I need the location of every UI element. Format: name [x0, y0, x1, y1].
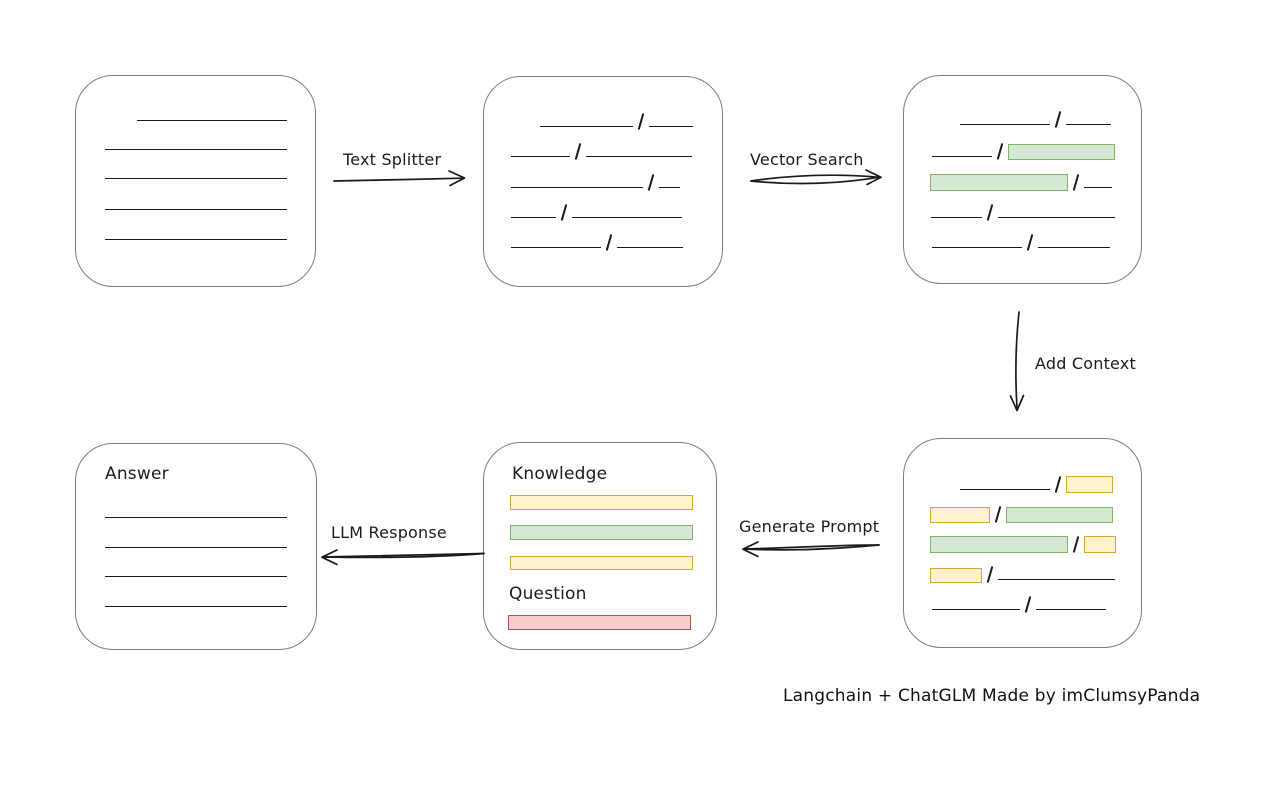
- text-line: [932, 247, 1022, 248]
- text-line: [105, 547, 287, 548]
- text-line: [572, 217, 683, 218]
- text-line: [932, 609, 1020, 610]
- source-document-row: [105, 218, 287, 240]
- answer-row: [105, 526, 287, 548]
- split-chunks-row: [511, 226, 684, 251]
- yellow-highlight-rect: [510, 495, 693, 510]
- text-line: [105, 517, 287, 518]
- text-line: [105, 239, 287, 240]
- text-line: [586, 156, 693, 157]
- matched-chunks-row: [960, 103, 1112, 128]
- text-line: [105, 606, 287, 607]
- yellow-highlight-rect: [1084, 536, 1117, 553]
- text-line: [1066, 124, 1112, 125]
- split-chunks-row: [511, 196, 683, 221]
- text-line: [540, 126, 633, 127]
- text-line: [998, 217, 1116, 218]
- vector-search-arrow: [750, 169, 882, 186]
- text-line: [649, 126, 694, 127]
- green-highlight-rect: [930, 174, 1068, 191]
- green-highlight-rect: [930, 536, 1068, 553]
- source-document-box: [75, 75, 316, 287]
- knowledge-label: Knowledge: [512, 464, 608, 484]
- llm-response-arrow: [321, 549, 485, 566]
- prompt-row: [510, 485, 693, 510]
- text-line: [511, 217, 556, 218]
- text-line: [137, 120, 287, 121]
- source-document-row: [105, 157, 287, 179]
- text-line: [511, 247, 601, 248]
- text-line: [105, 149, 287, 150]
- text-splitter-arrow: [333, 170, 466, 187]
- yellow-highlight-rect: [1066, 476, 1114, 493]
- text-line: [617, 247, 684, 248]
- context-chunks-row: [932, 588, 1107, 613]
- green-highlight-rect: [1006, 507, 1114, 523]
- text-line: [105, 178, 287, 179]
- text-line: [659, 187, 681, 188]
- prompt-row: [510, 515, 693, 540]
- prompt-row: [508, 605, 691, 630]
- text-line: [932, 156, 992, 157]
- text-line: [1084, 187, 1113, 188]
- add-context-label: Add Context: [1035, 354, 1136, 373]
- context-chunks-row: [930, 558, 1116, 583]
- text-line: [960, 489, 1050, 490]
- answer-label: Answer: [105, 464, 169, 484]
- question-label: Question: [509, 584, 587, 604]
- text-line: [1038, 247, 1111, 248]
- split-chunks-box: [483, 76, 723, 287]
- context-chunks-row: [930, 498, 1114, 523]
- answer-row: [105, 555, 287, 577]
- prompt-row: [510, 545, 693, 570]
- context-chunks-row: [930, 528, 1117, 553]
- matched-chunks-row: [931, 196, 1116, 221]
- source-document-row: [105, 128, 287, 150]
- credit-line: Langchain + ChatGLM Made by imClumsyPand…: [783, 686, 1201, 706]
- yellow-highlight-rect: [930, 568, 982, 583]
- red-highlight-rect: [508, 615, 691, 630]
- split-chunks-row: [511, 166, 681, 191]
- text-line: [511, 156, 570, 157]
- text-line: [105, 209, 287, 210]
- yellow-highlight-rect: [930, 507, 990, 523]
- generate-prompt-arrow: [742, 541, 880, 558]
- answer-row: [105, 496, 287, 518]
- green-highlight-rect: [1008, 144, 1116, 160]
- text-line: [105, 576, 287, 577]
- split-chunks-row: [540, 105, 694, 130]
- answer-row: [105, 585, 287, 607]
- matched-chunks-row: [930, 166, 1113, 191]
- text-line: [931, 217, 982, 218]
- matched-chunks-row: [932, 226, 1111, 251]
- source-document-row: [105, 188, 287, 210]
- answer-box: [75, 443, 317, 650]
- source-document-row: [137, 99, 287, 121]
- text-line: [960, 124, 1050, 125]
- generate-prompt-label: Generate Prompt: [739, 517, 880, 536]
- llm-response-label: LLM Response: [331, 523, 447, 542]
- yellow-highlight-rect: [510, 556, 693, 570]
- vector-search-label: Vector Search: [750, 150, 864, 169]
- text-line: [998, 579, 1116, 580]
- context-chunks-row: [960, 468, 1114, 493]
- text-line: [1036, 609, 1107, 610]
- text-line: [511, 187, 643, 188]
- matched-chunks-row: [932, 135, 1116, 160]
- green-highlight-rect: [510, 525, 693, 540]
- split-chunks-row: [511, 135, 693, 160]
- add-context-arrow: [1009, 311, 1025, 412]
- text-splitter-label: Text Splitter: [343, 150, 442, 169]
